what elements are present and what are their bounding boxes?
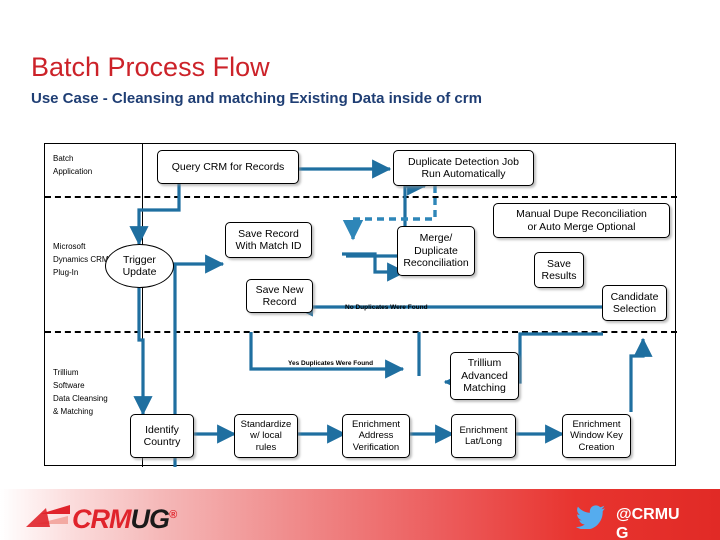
- node-enrichment-window-key-creation[interactable]: Enrichment Window Key Creation: [562, 414, 631, 458]
- node-query-crm[interactable]: Query CRM for Records: [157, 150, 299, 184]
- crmug-wordmark: CRMUG®: [72, 500, 177, 534]
- flow-label-no-duplicates-were-found: No Duplicates Were Found: [345, 304, 428, 311]
- node-save-record-with-match-id[interactable]: Save Record With Match ID: [225, 222, 312, 258]
- lane-label-trillium-software: Trillium Software Data Cleansing & Match…: [53, 368, 108, 416]
- lane-label-dynamics-crm-plugin: Microsoft Dynamics CRM Plug-In: [53, 242, 109, 277]
- node-save-new-record[interactable]: Save New Record: [246, 279, 313, 313]
- twitter-bird-icon[interactable]: [576, 505, 606, 529]
- node-candidate-selection[interactable]: Candidate Selection: [602, 285, 667, 321]
- logo-ug-text: UG: [130, 504, 170, 534]
- process-flow-diagram: Batch Application Microsoft Dynamics CRM…: [44, 143, 677, 467]
- lane-label-batch-application: Batch Application: [53, 154, 93, 176]
- lane-divider-1: [45, 196, 677, 198]
- node-standardize-w-local-rules[interactable]: Standardize w/ local rules: [234, 414, 298, 458]
- twitter-handle-text[interactable]: @CRMUG: [616, 506, 680, 540]
- logo-crm-text: CRM: [72, 504, 131, 534]
- page-subtitle: Use Case - Cleansing and matching Existi…: [31, 90, 482, 107]
- node-trigger-update[interactable]: Trigger Update: [105, 244, 174, 288]
- node-manual-dupe-reconciliation[interactable]: Manual Dupe Reconciliation or Auto Merge…: [493, 203, 670, 238]
- node-duplicate-detection-job[interactable]: Duplicate Detection Job Run Automaticall…: [393, 150, 534, 186]
- node-save-results[interactable]: Save Results: [534, 252, 584, 288]
- logo-registered-mark: ®: [169, 509, 177, 521]
- node-merge-duplicate-reconciliation[interactable]: Merge/ Duplicate Reconciliation: [397, 226, 475, 276]
- page-title: Batch Process Flow: [31, 52, 270, 82]
- flow-label-yes-duplicates-were-found: Yes Duplicates Were Found: [288, 360, 374, 367]
- node-trillium-advanced-matching[interactable]: Trillium Advanced Matching: [450, 352, 519, 400]
- lane-divider-2: [45, 331, 677, 333]
- node-enrichment-lat-long[interactable]: Enrichment Lat/Long: [451, 414, 516, 458]
- crmug-arrow-logo-icon: [26, 505, 70, 527]
- node-enrichment-address-verification[interactable]: Enrichment Address Verification: [342, 414, 410, 458]
- node-identify-country[interactable]: Identify Country: [130, 414, 194, 458]
